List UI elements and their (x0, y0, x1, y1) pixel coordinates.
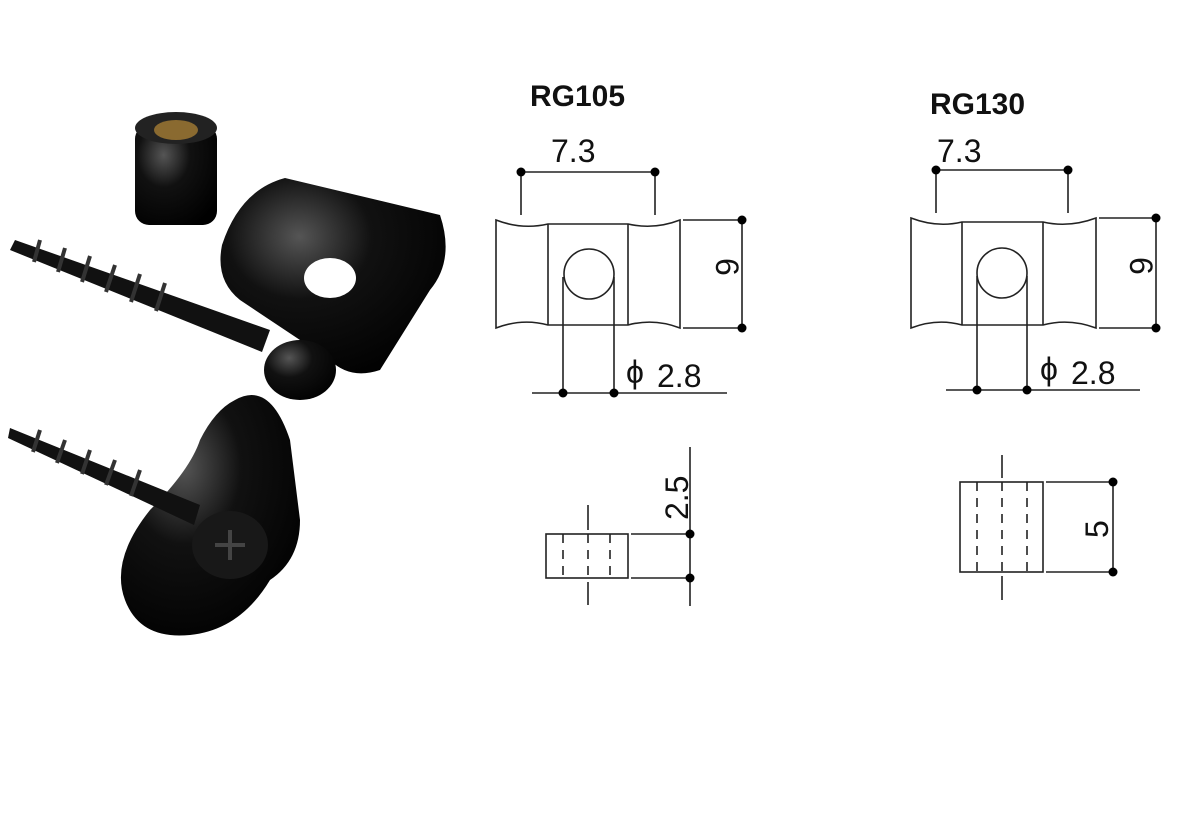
diagram-rg105: RG105 7.3 6 ϕ 2.8 2.5 (495, 80, 747, 606)
hole-diameter-label: 2.8 (657, 358, 701, 394)
hole-symbol: ϕ (1040, 351, 1058, 387)
diagram-title: RG105 (530, 80, 625, 113)
screw-top (10, 239, 336, 400)
screw-bottom (8, 428, 200, 525)
hole-symbol: ϕ (626, 354, 644, 390)
width-dimension-label: 7.3 (551, 133, 595, 169)
height-dimension-label: 6 (709, 258, 745, 276)
width-dimension-label: 7.3 (937, 133, 981, 169)
string-retainer (220, 178, 446, 374)
product-photo (8, 112, 446, 636)
hole-diameter-label: 2.8 (1071, 355, 1115, 391)
diagram-rg130: RG130 7.3 6 ϕ 2.8 5 (910, 88, 1161, 600)
side-dimension-label: 5 (1079, 520, 1115, 538)
diagram-title: RG130 (930, 88, 1025, 121)
height-dimension-label: 6 (1123, 257, 1159, 275)
string-retainer-assembled (120, 395, 300, 636)
spacer-tube (135, 112, 217, 225)
side-dimension-label: 2.5 (659, 476, 695, 520)
